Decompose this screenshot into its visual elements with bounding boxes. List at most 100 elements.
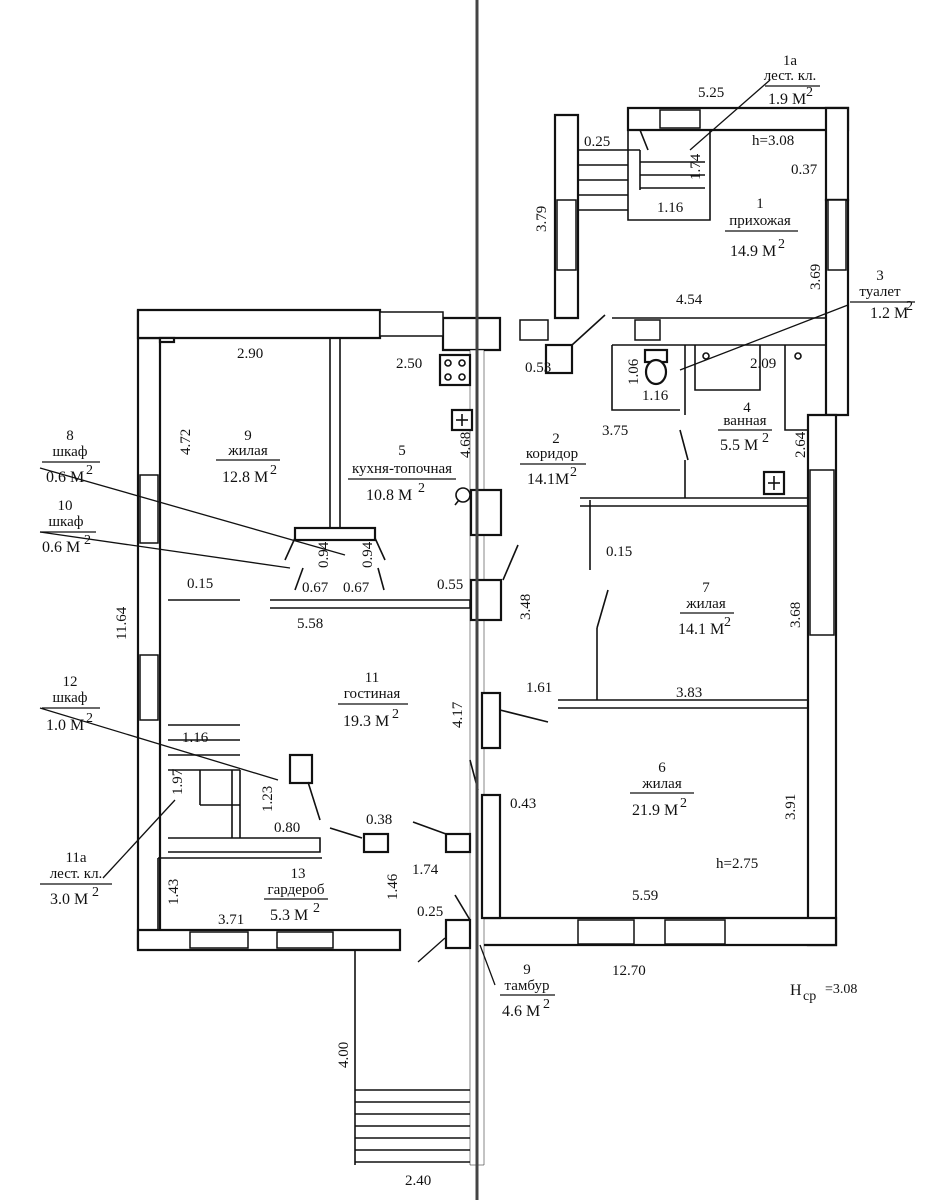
svg-text:3.48: 3.48 (518, 594, 534, 620)
room-label-1: 1 прихожая 14.9 М 2 (725, 196, 798, 260)
interior-walls (157, 130, 827, 950)
svg-text:0.15: 0.15 (606, 544, 632, 560)
svg-text:1.74: 1.74 (412, 862, 439, 878)
room-1-name: прихожая (729, 213, 791, 229)
svg-text:1.23: 1.23 (260, 786, 276, 812)
svg-text:2.40: 2.40 (405, 1173, 431, 1189)
room-2-sup: 2 (570, 465, 577, 480)
room-5-sup: 2 (418, 481, 425, 496)
room-1-sup: 2 (778, 237, 785, 252)
svg-text:1.97: 1.97 (170, 768, 186, 795)
svg-text:2.50: 2.50 (396, 356, 422, 372)
height-label-1: h=3.08 (752, 133, 794, 149)
svg-text:=3.08: =3.08 (825, 982, 857, 997)
room-8-number: 8 (66, 428, 74, 444)
windows (139, 109, 847, 949)
room-11a-area: 3.0 М (50, 891, 88, 908)
boiler-icon (454, 487, 471, 506)
height-label-6: h=2.75 (716, 856, 758, 872)
svg-text:1.16: 1.16 (642, 388, 669, 404)
svg-text:2.09: 2.09 (750, 356, 776, 372)
svg-text:0.25: 0.25 (584, 134, 610, 150)
room-7-area: 14.1 М (678, 621, 724, 638)
svg-text:3.91: 3.91 (783, 794, 799, 820)
svg-text:1.06: 1.06 (626, 358, 642, 385)
room-13-area: 5.3 М (270, 907, 308, 924)
leader-lines (39, 79, 849, 986)
room-1a-area: 1.9 М (768, 91, 806, 108)
room-3-name: туалет (859, 284, 901, 300)
svg-text:2.90: 2.90 (237, 346, 263, 362)
room-1a-number: 1а (783, 53, 798, 69)
svg-text:1.43: 1.43 (166, 879, 182, 905)
dimensions: 5.25 0.25 1.74 1.16 0.37 3.79 3.69 4.54 … (114, 85, 824, 1189)
svg-text:0.25: 0.25 (417, 904, 443, 920)
room-6-number: 6 (658, 760, 666, 776)
room-9-sup: 2 (270, 463, 277, 478)
svg-text:0.80: 0.80 (274, 820, 300, 836)
room-9t-sup: 2 (543, 997, 550, 1012)
svg-text:12.70: 12.70 (612, 963, 646, 979)
svg-text:H: H (790, 982, 802, 999)
room-9t-number: 9 (523, 962, 531, 978)
room-10-name: шкаф (49, 514, 84, 530)
room-6-area: 21.9 М (632, 802, 678, 819)
svg-text:3.68: 3.68 (788, 602, 804, 628)
room-10-area: 0.6 М (42, 539, 80, 556)
room-6-name: жилая (641, 776, 682, 792)
room-4-area: 5.5 М (720, 437, 758, 454)
room-4-number: 4 (743, 400, 751, 416)
svg-text:0.94: 0.94 (360, 541, 376, 568)
room-2-number: 2 (552, 431, 560, 447)
toilet-icon (643, 348, 669, 386)
room-8-area: 0.6 М (46, 469, 84, 486)
svg-text:1.16: 1.16 (182, 730, 209, 746)
room-9-area: 12.8 М (222, 469, 268, 486)
svg-text:1.16: 1.16 (657, 200, 684, 216)
room-4-sup: 2 (762, 431, 769, 446)
room-3-area: 1.2 М (870, 305, 908, 322)
room-11a-number: 11а (65, 850, 86, 866)
room-8-sup: 2 (86, 463, 93, 478)
svg-text:0.38: 0.38 (366, 812, 392, 828)
svg-text:0.15: 0.15 (187, 576, 213, 592)
room-label-3: 3 туалет 1.2 М 2 (850, 268, 915, 322)
room-13-number: 13 (291, 866, 306, 882)
room-7-sup: 2 (724, 615, 731, 630)
svg-text:4.54: 4.54 (676, 292, 703, 308)
svg-text:4.72: 4.72 (178, 429, 194, 455)
svg-text:4.17: 4.17 (450, 701, 466, 728)
room-1-number: 1 (756, 196, 764, 212)
stair-1a (578, 150, 705, 211)
room-label-8: 8 шкаф 0.6 М 2 (42, 428, 100, 486)
room-2-area: 14.1М (527, 471, 569, 488)
room-5-name: кухня-топочная (352, 461, 452, 477)
svg-text:2.64: 2.64 (793, 431, 809, 458)
average-height: H ср =3.08 (790, 982, 857, 1004)
stair-11a (168, 724, 241, 838)
room-11-area: 19.3 М (343, 713, 389, 730)
room-1a-name: лест. кл. (764, 68, 817, 84)
room-label-9: 9 жилая 12.8 М 2 (216, 428, 280, 486)
room-label-7: 7 жилая 14.1 М 2 (678, 580, 734, 638)
svg-text:5.59: 5.59 (632, 888, 658, 904)
room-9-number: 9 (244, 428, 252, 444)
room-6-sup: 2 (680, 796, 687, 811)
room-label-6: 6 жилая 21.9 М 2 (630, 760, 694, 819)
room-label-2: 2 коридор 14.1М 2 (520, 431, 586, 488)
room-label-1a: 1а лест. кл. 1.9 М 2 (764, 53, 820, 108)
room-1a-sup: 2 (806, 85, 813, 100)
svg-text:0.67: 0.67 (343, 580, 370, 596)
room-11-name: гостиная (344, 686, 401, 702)
svg-text:ср: ср (803, 989, 816, 1004)
room-12-number: 12 (63, 674, 78, 690)
room-label-9-tambur: 9 тамбур 4.6 М 2 (500, 962, 555, 1020)
svg-text:5.25: 5.25 (698, 85, 724, 101)
svg-text:0.94: 0.94 (316, 541, 332, 568)
room-13-sup: 2 (313, 901, 320, 916)
room-label-13: 13 гардероб 5.3 М 2 (264, 866, 328, 924)
room-11-sup: 2 (392, 707, 399, 722)
stove-icon (438, 353, 472, 387)
svg-text:4.00: 4.00 (336, 1042, 352, 1068)
entrance-steps (354, 950, 470, 1165)
